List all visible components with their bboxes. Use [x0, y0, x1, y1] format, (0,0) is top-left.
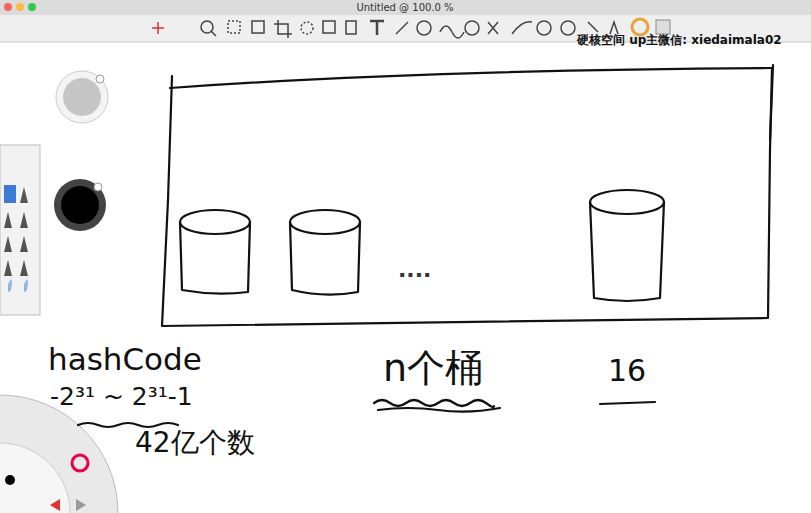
- window-title: Untitled @ 100.0 %: [356, 2, 453, 13]
- ellipsis-dots: ....: [398, 258, 431, 282]
- range-note: -2³¹ ~ 2³¹-1: [50, 383, 193, 411]
- count-note: 42亿个数: [135, 428, 255, 459]
- watermark: 硬核空间 up主微信: xiedaimala02: [577, 34, 782, 47]
- bucket-count-note: n个桶: [383, 348, 483, 390]
- sixteen-note: 16: [608, 354, 646, 387]
- hashcode-note: hashCode: [48, 342, 202, 376]
